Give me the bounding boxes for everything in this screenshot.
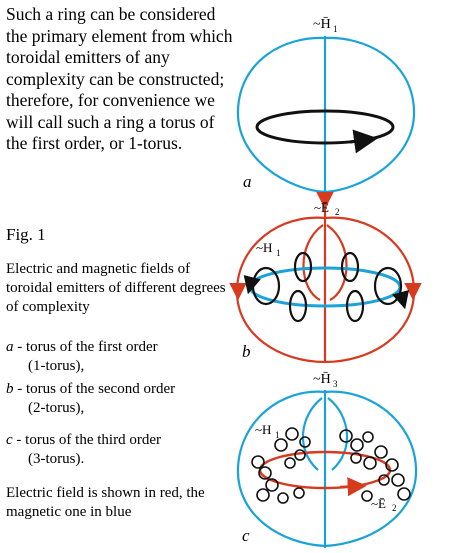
label-h1-a: ~H̄	[313, 16, 331, 32]
legend-item-b-label: b	[6, 381, 14, 397]
current-loops-b	[243, 251, 410, 323]
legend-item-b: b - torus of the second order (2-torus),	[6, 380, 175, 418]
label-h3-c-sub: 3	[333, 379, 338, 389]
ring-arrow-a	[349, 129, 378, 154]
panel-letter-c: c	[242, 526, 250, 545]
legend-item-a-sub: (1-torus),	[28, 358, 85, 374]
panel-b: ~Ē 2 ~H 1 b	[229, 191, 422, 364]
panel-letter-b: b	[242, 342, 251, 361]
label-e2-b-sub: 2	[335, 207, 340, 217]
electric-field-lines-b	[235, 191, 416, 364]
magnetic-field-lines-a	[236, 36, 416, 200]
legend-item-a: a - torus of the first order (1-torus),	[6, 338, 158, 376]
current-loops-c	[251, 427, 411, 504]
intro-paragraph: Such a ring can be considered the primar…	[6, 4, 233, 153]
panel-c: ~H̄ 3 ~H 1 ~Ē 2 c	[236, 371, 418, 548]
legend-item-c-sub: (3-torus).	[28, 451, 85, 467]
legend-item-c: c - torus of the third order (3-torus).	[6, 431, 161, 469]
legend-item-b-sub: (2-torus),	[28, 400, 85, 416]
legend-item-c-label: c	[6, 432, 13, 448]
label-e2-c-sub: 2	[392, 503, 397, 513]
color-note: Electric field is shown in red, the magn…	[6, 485, 205, 520]
electric-ring-arrow-c	[339, 477, 367, 497]
legend-item-a-label: a	[6, 339, 14, 355]
magnetic-field-lines-c	[236, 390, 418, 548]
figure-caption: Electric and magnetic fields of toroidal…	[6, 261, 226, 315]
panel-a: ~H̄ 1 a	[236, 16, 416, 200]
label-h1-b-sub: 1	[276, 248, 281, 258]
figure-title: Fig. 1	[6, 225, 46, 244]
label-h3-c: ~H̄	[313, 371, 331, 387]
legend-item-c-text: - torus of the third order	[12, 432, 161, 448]
label-h1-b: ~H	[256, 240, 272, 255]
label-h1-a-sub: 1	[333, 24, 338, 34]
label-e2-c: ~Ē	[371, 496, 386, 511]
panel-letter-a: a	[243, 172, 252, 191]
label-h1-c-sub: 1	[275, 430, 280, 440]
legend-item-a-text: - torus of the first order	[13, 339, 158, 355]
label-e2-b: ~Ē	[314, 200, 329, 215]
legend-item-b-text: - torus of the second order	[13, 381, 176, 397]
label-h1-c: ~H	[255, 422, 271, 437]
current-ring-a	[255, 109, 395, 145]
